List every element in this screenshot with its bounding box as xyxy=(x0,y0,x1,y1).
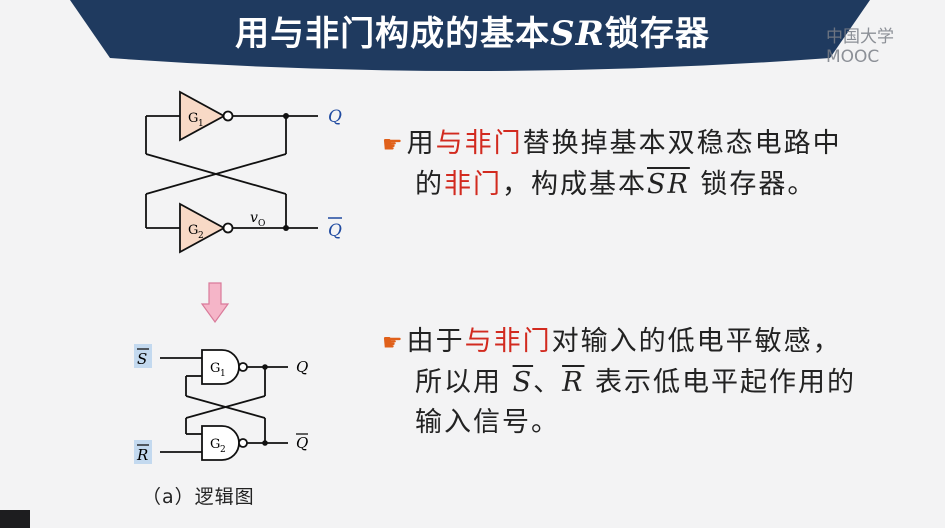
bullet-2-line-2: 所以用 S、R 表示低电平起作用的 xyxy=(415,367,857,398)
nand-g2-sub: 2 xyxy=(220,445,226,455)
vo-label: v xyxy=(250,210,258,226)
nand-g1-label: G xyxy=(210,361,220,376)
r-input-label: R xyxy=(136,446,148,464)
page-title: 用与非门构成的基本SR锁存器 xyxy=(235,14,710,54)
bullet-2: ☛由于与非门对输入的低电平敏感， 所以用 S、R 表示低电平起作用的 输入信号。 xyxy=(382,322,856,443)
down-arrow-icon xyxy=(200,282,230,324)
header-shape xyxy=(70,0,870,71)
header-banner: 用与非门构成的基本SR锁存器 中国大学MOOC xyxy=(0,0,945,74)
gate-g2-sub: 2 xyxy=(198,231,204,241)
vo-sub: O xyxy=(258,219,265,229)
gate-g1-sub: 1 xyxy=(198,119,204,129)
s-input-label: S xyxy=(137,350,147,368)
bullet-1: ☛用与非门替换掉基本双稳态电路中 的非门，构成基本SR 锁存器。 xyxy=(382,124,842,205)
bullet-2-line-3: 输入信号。 xyxy=(415,407,560,438)
watermark-text: 中国大学MOOC xyxy=(826,27,894,67)
bullet-2-line-1: ☛由于与非门对输入的低电平敏感， xyxy=(382,326,842,357)
gate-g1-label: G xyxy=(188,111,198,126)
nand-latch-diagram: S R G 1 G 2 Q Q xyxy=(134,344,308,464)
corner-block xyxy=(0,510,30,528)
bullet-1-line-1: ☛用与非门替换掉基本双稳态电路中 xyxy=(382,128,842,159)
nand-q-label: Q xyxy=(296,358,308,376)
figure-caption: （a）逻辑图 xyxy=(142,486,255,508)
nand-qbar-label: Q xyxy=(296,434,308,452)
bullet-1-line-2: 的非门，构成基本SR 锁存器。 xyxy=(415,169,817,200)
pointing-hand-icon: ☛ xyxy=(382,132,403,158)
inverter-latch-diagram: G 1 G 2 v O Q Q xyxy=(145,90,342,254)
nand-g1-sub: 1 xyxy=(220,369,226,379)
nand-g2-label: G xyxy=(210,437,220,452)
q-output-label: Q xyxy=(328,107,342,127)
pointing-hand-icon: ☛ xyxy=(382,330,403,356)
qbar-output-label: Q xyxy=(328,221,342,241)
gate-g2-label: G xyxy=(188,223,198,238)
